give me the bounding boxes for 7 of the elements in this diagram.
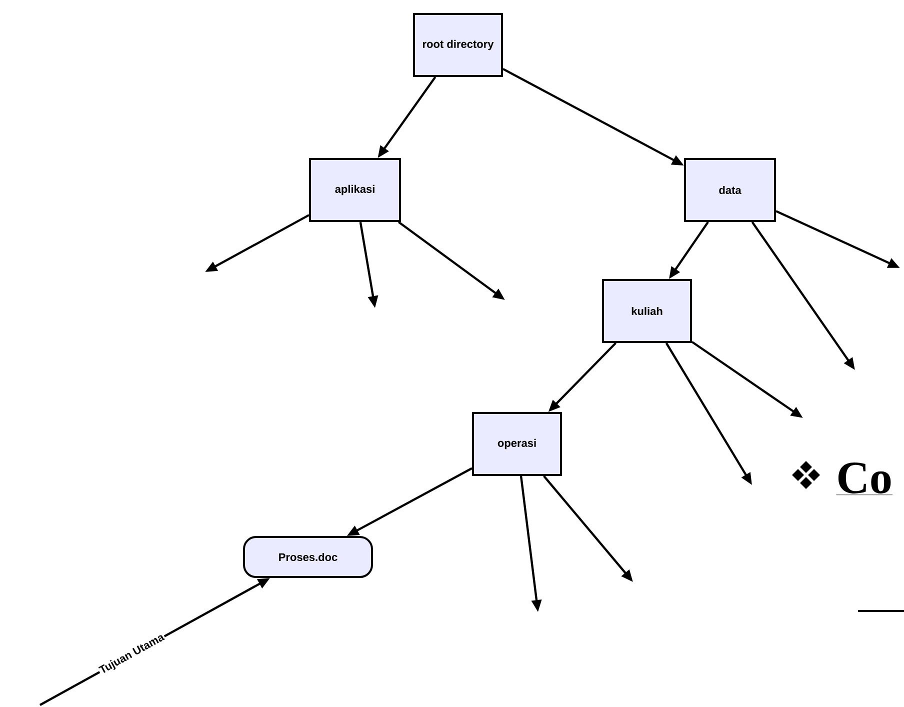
file-box: Proses.doc	[243, 536, 373, 578]
heading-text: Co	[836, 462, 893, 496]
folder-box: root directory	[413, 13, 503, 77]
folder-box: data	[684, 158, 776, 222]
folder-box: aplikasi	[309, 158, 401, 222]
folder-box: kuliah	[602, 279, 692, 343]
folder-box: operasi	[472, 412, 562, 476]
